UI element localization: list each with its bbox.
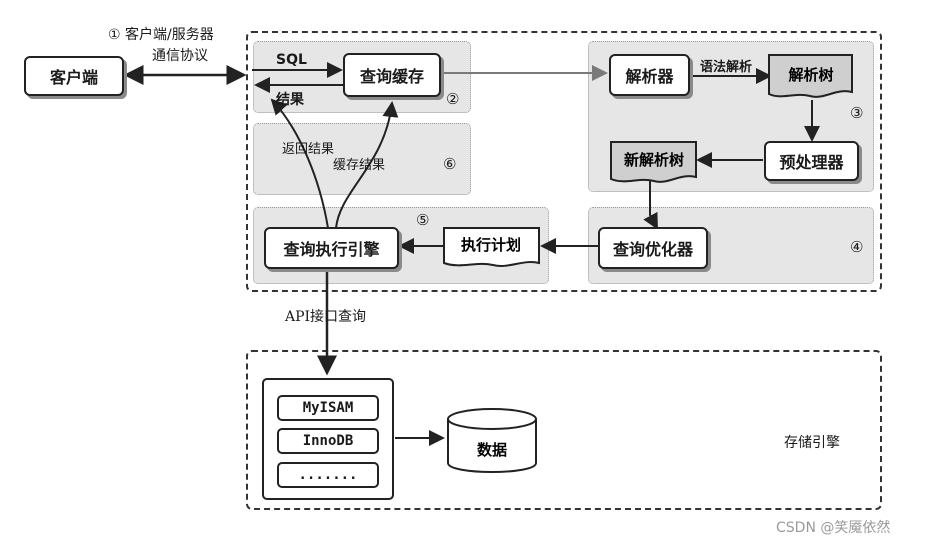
return-results-label: 返回结果 (282, 142, 335, 157)
data-label: 数据 (477, 441, 507, 459)
query-engine-box: 查询执行引擎 (264, 227, 399, 269)
syntax-parse-label: 语法解析 (700, 60, 753, 75)
protocol-label: ① 客户端/服务器 (108, 24, 214, 44)
protocol-line1: 客户端/服务器 (125, 27, 214, 43)
new-parse-tree-label: 新解析树 (624, 151, 684, 169)
optimizer-zone-number: ④ (850, 238, 864, 256)
sql-label: SQL (276, 52, 307, 68)
parse-tree-doc: 解析树 (768, 54, 853, 98)
new-parse-tree-doc: 新解析树 (610, 141, 697, 183)
protocol-number: ① (108, 27, 121, 43)
exec-zone-number: ⑤ (416, 211, 430, 229)
parse-tree-label: 解析树 (788, 66, 833, 84)
cache-results-label: 缓存结果 (333, 158, 386, 173)
engine-innodb: InnoDB (277, 428, 379, 454)
watermark: CSDN @笑魇依然 (776, 520, 891, 536)
parse-zone-number: ③ (850, 104, 864, 122)
engine-myisam: MyISAM (277, 395, 379, 421)
preprocessor-box: 预处理器 (764, 141, 859, 181)
result-label: 结果 (276, 92, 304, 108)
client-box: 客户端 (24, 56, 124, 96)
parser-box: 解析器 (609, 54, 690, 96)
execution-plan-label: 执行计划 (461, 236, 521, 254)
query-optimizer-box: 查询优化器 (598, 227, 708, 269)
storage-engine-title: 存储引擎 (784, 435, 840, 451)
query-cache-box: 查询缓存 (343, 53, 441, 97)
api-query-label: API接口查询 (285, 309, 367, 325)
cache-zone-number: ② (446, 90, 460, 108)
result-zone-number: ⑥ (443, 155, 457, 173)
storage-frame (246, 350, 882, 510)
server-frame (246, 31, 882, 292)
execution-plan-doc: 执行计划 (443, 227, 540, 267)
result-zone (253, 123, 471, 195)
data-cylinder: 数据 (447, 408, 537, 473)
protocol-line2: 通信协议 (152, 48, 208, 64)
engine-more: ....... (277, 462, 379, 488)
